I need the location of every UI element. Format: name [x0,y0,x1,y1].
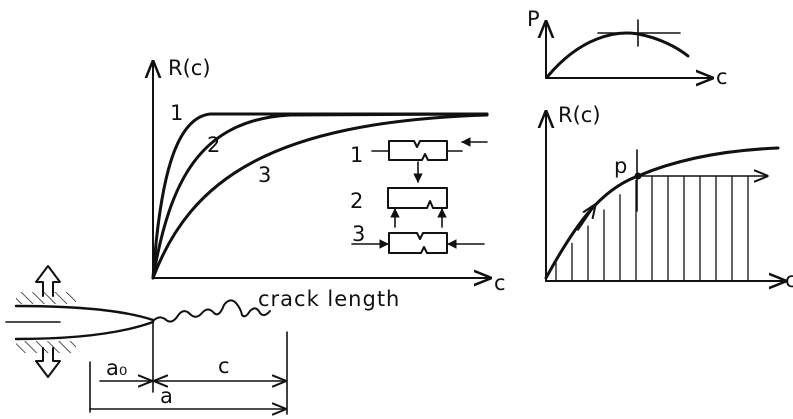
specimen-legend: 1 2 3 [350,137,488,254]
specimen-label-1: 1 [350,143,363,167]
crack-upper-face [14,304,155,322]
main-y-axis-label: R(c) [168,56,211,80]
crack-lower-face [14,320,155,341]
label-a: a [160,384,173,408]
curve-label-1: 1 [170,101,183,125]
curve-label-3: 3 [258,163,271,187]
r-curve-1 [151,112,489,280]
r-curve [544,146,780,280]
main-x-caption: crack length [258,287,400,311]
r-curve-arrow [577,205,595,231]
r-curve-3 [151,113,489,280]
p-curve [546,31,690,78]
crack-extension [152,299,271,323]
main-x-axis-label: c [494,271,506,295]
label-c: c [218,354,230,378]
r-hatched-area [555,176,749,280]
p-y-axis-label: P [527,7,540,31]
crack-sketch: a₀ c a [5,265,288,414]
r-resistance-plot: R(c) c p [546,103,793,292]
r-y-axis-label: R(c) [558,103,601,127]
main-r-curve-plot: R(c) c crack length 1 2 3 [153,56,506,311]
specimen-2: 2 [350,187,448,228]
specimen-3: 3 [351,222,485,254]
hatched-lower-edge [16,341,76,353]
r-point-label: p [614,154,627,178]
specimen-label-3: 3 [352,222,365,246]
load-arrow-up [35,265,61,297]
p-plot: P c [527,7,728,89]
specimen-1: 1 [350,137,488,183]
r-curve-2 [151,112,489,280]
r-x-axis-label: c [785,268,793,292]
load-arrow-down [35,347,61,378]
r-point-p [634,172,642,180]
label-a0: a₀ [106,356,127,380]
p-x-axis-label: c [716,65,728,89]
curve-label-2: 2 [207,133,220,157]
hatched-upper-edge [16,292,76,304]
specimen-label-2: 2 [350,189,363,213]
